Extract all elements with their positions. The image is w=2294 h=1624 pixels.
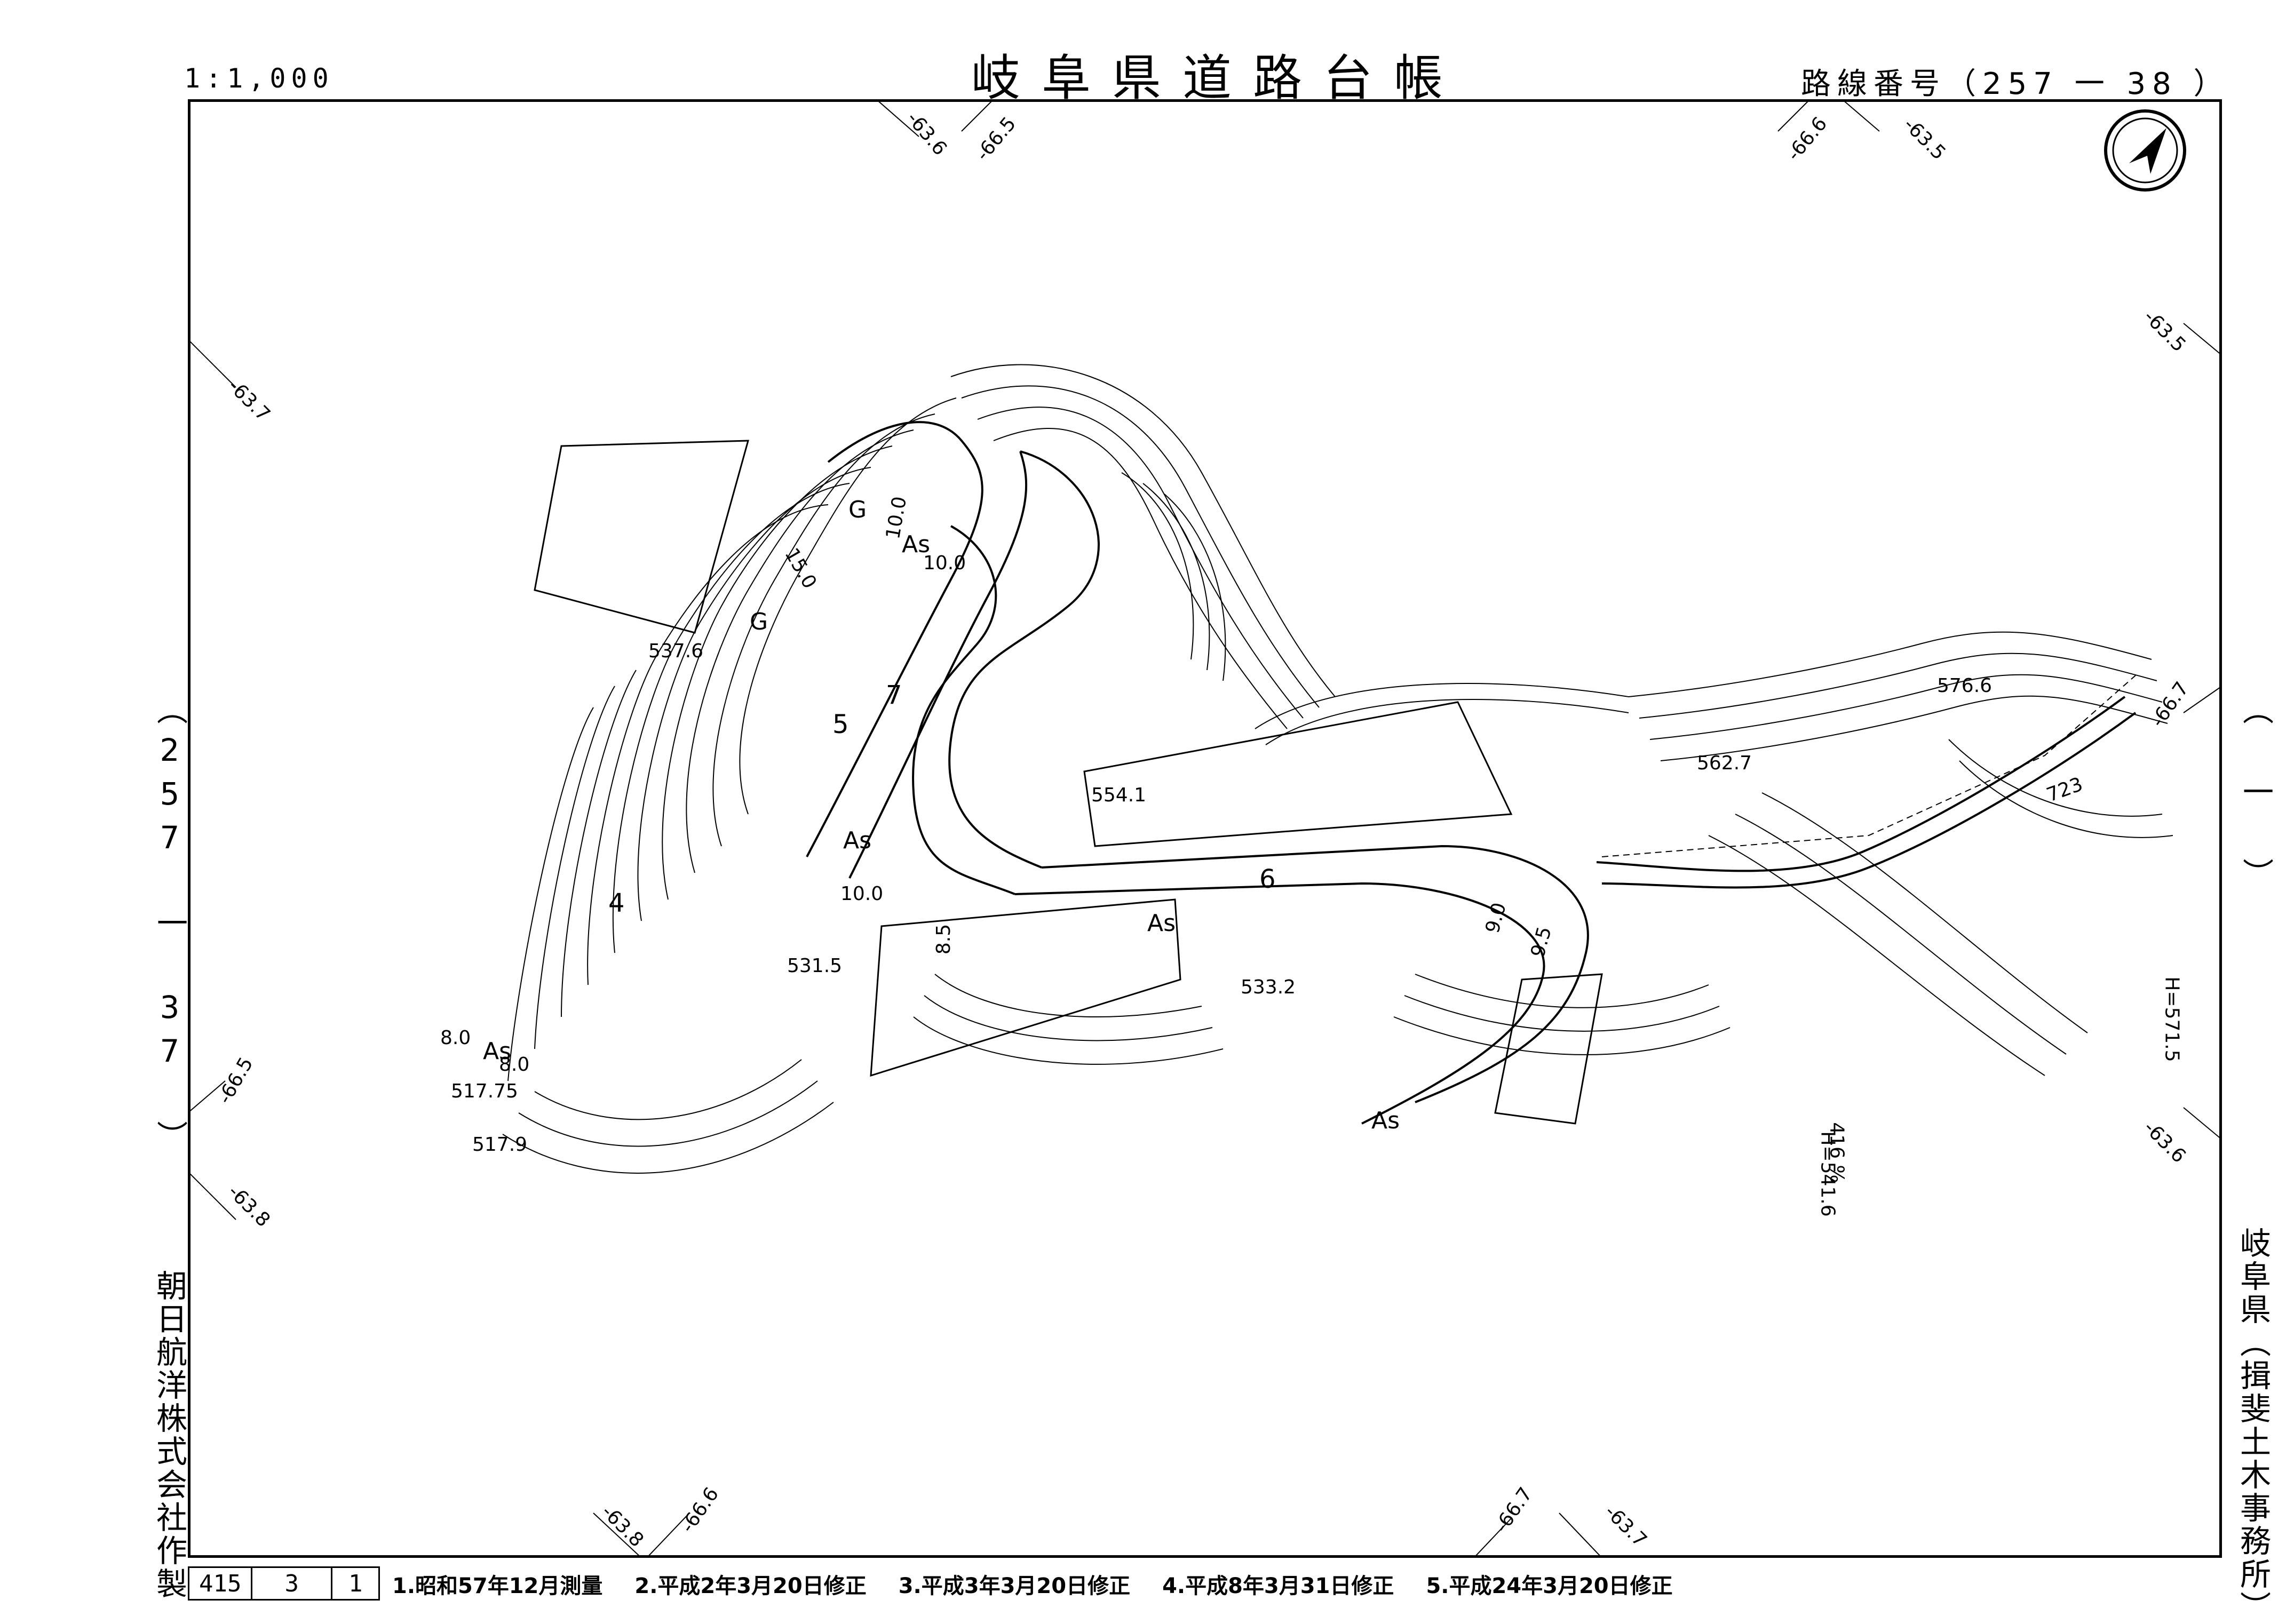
revision-note: 3.平成3年3月20日修正 [898,1574,1131,1598]
sheet-number-cell: 1 [348,1570,363,1597]
map-scale: 1:1,000 [184,63,334,94]
elevation-label: 517.9 [472,1134,528,1156]
station-label: 7 [886,680,902,710]
revision-note: 4.平成8年3月31日修正 [1162,1574,1394,1598]
revision-note: 5.平成24年3月20日修正 [1426,1574,1673,1598]
station-label: 6 [1259,864,1276,894]
north-arrow [2110,133,2196,219]
width-label: 8.0 [499,1054,530,1076]
height-label: 416 % [1825,1122,1848,1183]
width-label: 10.0 [840,883,884,905]
surface-label: G [750,608,768,635]
elevation-label: 537.6 [648,640,704,662]
surface-label: As [902,531,931,558]
elevation-label: 562.7 [1697,752,1752,774]
width-label: 10.0 [923,552,966,574]
slope-marks [534,440,1603,1125]
route-number-top: 路線番号（257 一 38 ） [1801,67,2230,101]
elevation-label: 554.1 [1091,784,1147,806]
surface-label: As [1147,910,1176,937]
station-label: 4 [608,888,625,918]
surface-label: As [483,1038,512,1065]
road-centerline-east [1601,675,2136,857]
north-arrow-icon [2104,109,2186,192]
grid-lines [188,99,2222,1558]
surface-label: G [848,496,867,523]
height-label: H=571.5 [2161,976,2183,1062]
elevation-label: 576.6 [1937,675,1993,697]
revision-note: 2.平成2年3月20日修正 [634,1574,867,1598]
revision-notes: 1.昭和57年12月測量 2.平成2年3月20日修正 3.平成3年3月20日修正… [392,1569,1673,1599]
elevation-label: 517.75 [451,1080,518,1102]
contour-lines [502,364,2173,1174]
surface-label: As [1371,1107,1400,1134]
width-label: 8.5 [933,924,955,955]
office-label: 岐阜県（揖斐土木事務所） [2235,1227,2271,1624]
route-number-left: （257 一 37 ） [152,694,188,1159]
revision-note: 1.昭和57年12月測量 [392,1574,603,1598]
sheet-number-cell: 3 [252,1568,332,1599]
width-label: 8.0 [440,1027,471,1049]
map-drawing [188,99,2222,1558]
station-label: 5 [832,710,849,739]
sheet-number-box: 415 3 1 [188,1566,380,1601]
sheet-number-cell: 415 [189,1568,253,1599]
map-frame [188,99,2222,1558]
page-title: 岐阜県道路台帳 [971,50,1465,107]
route-number-right: （ 一 ） [2237,694,2274,896]
elevation-label: 533.2 [1241,976,1296,998]
road-edges [806,421,2137,1125]
maker-label: 朝日航洋株式会社作製 [151,1270,187,1601]
elevation-label: 531.5 [787,955,843,977]
surface-label: As [843,827,872,854]
